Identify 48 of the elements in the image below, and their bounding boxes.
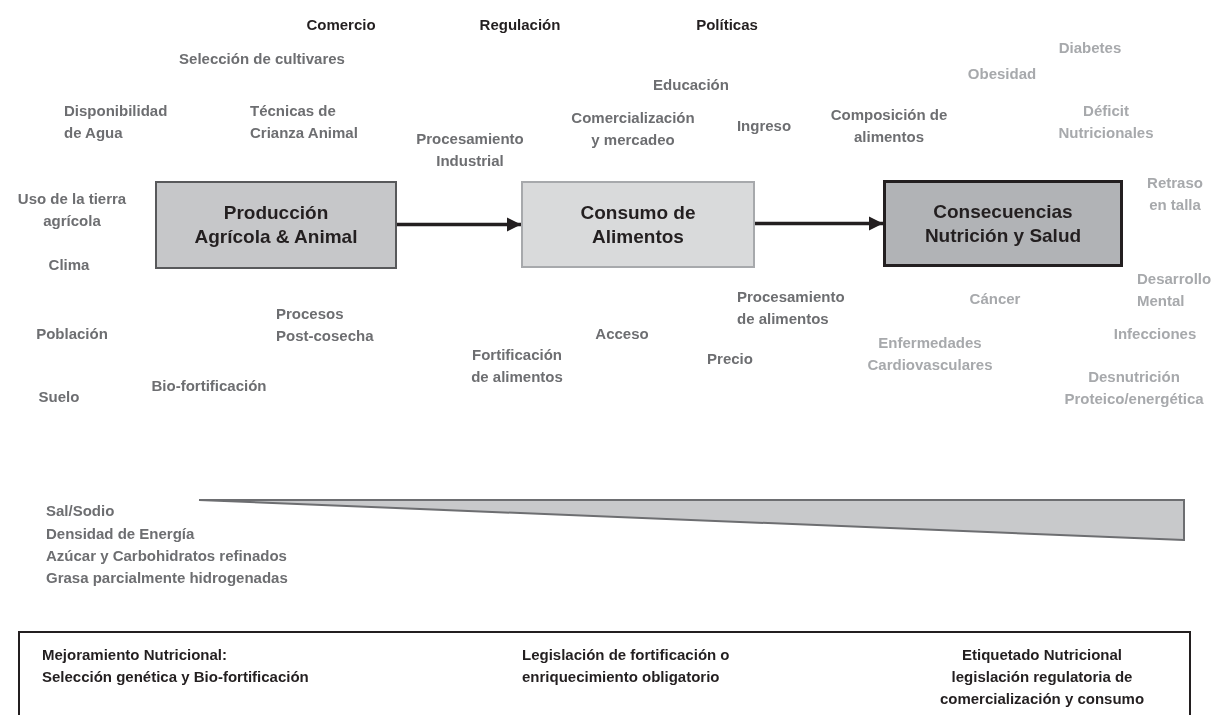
factor-label: Obesidad	[967, 64, 1037, 84]
factor-label: Diabetes	[1058, 38, 1122, 58]
factor-label: Acceso	[595, 324, 649, 344]
factor-label: Fortificación de alimentos	[470, 345, 564, 387]
process-box	[521, 181, 755, 268]
factor-label: Déficit Nutricionales	[1057, 101, 1155, 143]
process-box	[883, 180, 1123, 267]
factor-label: Bio-fortificación	[151, 376, 267, 396]
factor-label: Regulación	[479, 15, 561, 35]
factor-label: Azúcar y Carbohidratos refinados	[46, 546, 287, 566]
factor-label: Educación	[653, 75, 729, 95]
factor-label: Desnutrición Proteico/energética	[1063, 367, 1205, 409]
factor-label: Selección de cultivares	[179, 49, 345, 69]
policy-text: Mejoramiento Nutricional:	[42, 645, 228, 665]
factor-label: Composición de alimentos	[829, 105, 949, 147]
factor-label: Población	[36, 324, 108, 344]
factor-label: Procesamiento Industrial	[415, 129, 525, 171]
factor-label: Enfermedades Cardiovasculares	[866, 333, 994, 375]
factor-label: Procesamiento de alimentos	[737, 287, 846, 329]
policy-panel	[18, 631, 1191, 715]
factor-label: Cáncer	[969, 289, 1021, 309]
box-title: Producción Agrícola & Animal	[193, 201, 359, 249]
arrow	[755, 216, 883, 231]
policy-text: Selección genética y Bio-fortificación	[42, 667, 309, 687]
factor-label: Grasa parcialmente hidrogenadas	[46, 568, 288, 588]
factor-label: Desarrollo Mental	[1137, 269, 1213, 311]
policy-text: Legislación de fortificación o enriquecimiento obligatorio	[522, 645, 731, 687]
factor-label: Suelo	[38, 387, 80, 407]
factor-label: Ingreso	[736, 116, 792, 136]
factor-label: Políticas	[696, 15, 758, 35]
tapering-wedge	[198, 499, 1185, 541]
factor-label: Técnicas de Crianza Animal	[250, 101, 359, 143]
factor-label: Clima	[48, 255, 90, 275]
factor-label: Comercio	[306, 15, 376, 35]
factor-label: Precio	[707, 349, 753, 369]
factor-label: Infecciones	[1113, 324, 1197, 344]
factor-label: Retraso en talla	[1146, 173, 1204, 215]
factor-label: Densidad de Energía	[46, 524, 195, 544]
box-title: Consumo de Alimentos	[579, 200, 697, 249]
arrow	[397, 217, 521, 232]
factor-label: Procesos Post-cosecha	[276, 304, 375, 346]
factor-label: Sal/Sodio	[46, 501, 115, 521]
factor-label: Uso de la tierra agrícola	[16, 189, 128, 231]
process-box	[155, 181, 397, 269]
box-title: Consecuencias Nutrición y Salud	[923, 199, 1083, 248]
factor-label: Comercialización y mercadeo	[570, 108, 696, 150]
factor-label: Disponibilidad de Agua	[64, 101, 169, 143]
policy-text: Etiquetado Nutricional legislación regulatoria de comercialización y consumo	[938, 645, 1146, 709]
